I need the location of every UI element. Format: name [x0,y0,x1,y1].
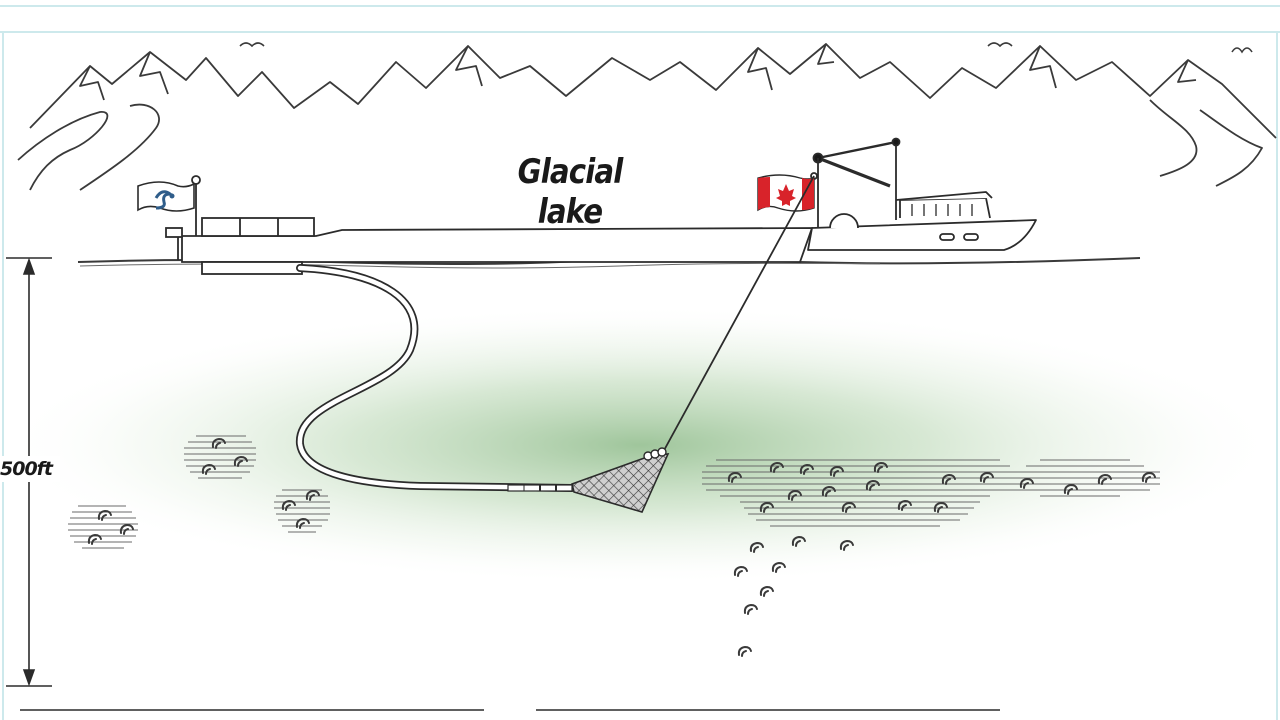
krill-icon [737,645,752,657]
krill-icon [211,437,226,449]
krill-icon [201,463,216,475]
krill-icon [829,465,844,477]
krill-icon [733,565,748,577]
krill-swarm-right [702,459,1160,527]
birds [239,42,1253,54]
krill-icon [727,471,742,483]
diagram-title: Glacial lake [517,152,624,232]
frame [0,5,1280,720]
krill-icon [865,479,880,491]
krill-icon [979,471,994,483]
depth-label: 500ft [0,456,60,482]
krill-icon [821,485,836,497]
krill-icon [97,509,112,521]
algae-cloud [0,305,1280,585]
ship [807,137,1037,251]
krill-icon [87,533,102,545]
krill-icon [933,501,948,513]
company-logo-flag-icon [137,181,195,212]
krill-icon [799,463,814,475]
krill-icon [1141,471,1156,483]
krill-swarms [68,435,1160,549]
krill-icon [791,535,806,547]
krill-icon [759,585,774,597]
krill-icon [759,501,774,513]
krill-icon [839,539,854,551]
mountain-range [17,43,1277,191]
suction-hose [295,264,576,492]
krill-icon [873,461,888,473]
trawl-net [507,447,670,513]
krill-icon [119,523,134,535]
krill-icon [305,489,320,501]
krill-icon [749,541,764,553]
krill-icon [941,473,956,485]
krill-icon [281,499,296,511]
krill-icon [1019,477,1034,489]
krill-icon [743,603,758,615]
krill-icon [1063,483,1078,495]
krill-icon [769,461,784,473]
krill-icon [295,517,310,529]
krill-icon [233,455,248,467]
krill-icon [841,501,856,513]
tow-cable [661,175,815,455]
krill-icon [787,489,802,501]
krill-group [87,437,1156,657]
krill-icon [771,561,786,573]
krill-icon [897,499,912,511]
krill-icon [1097,473,1112,485]
